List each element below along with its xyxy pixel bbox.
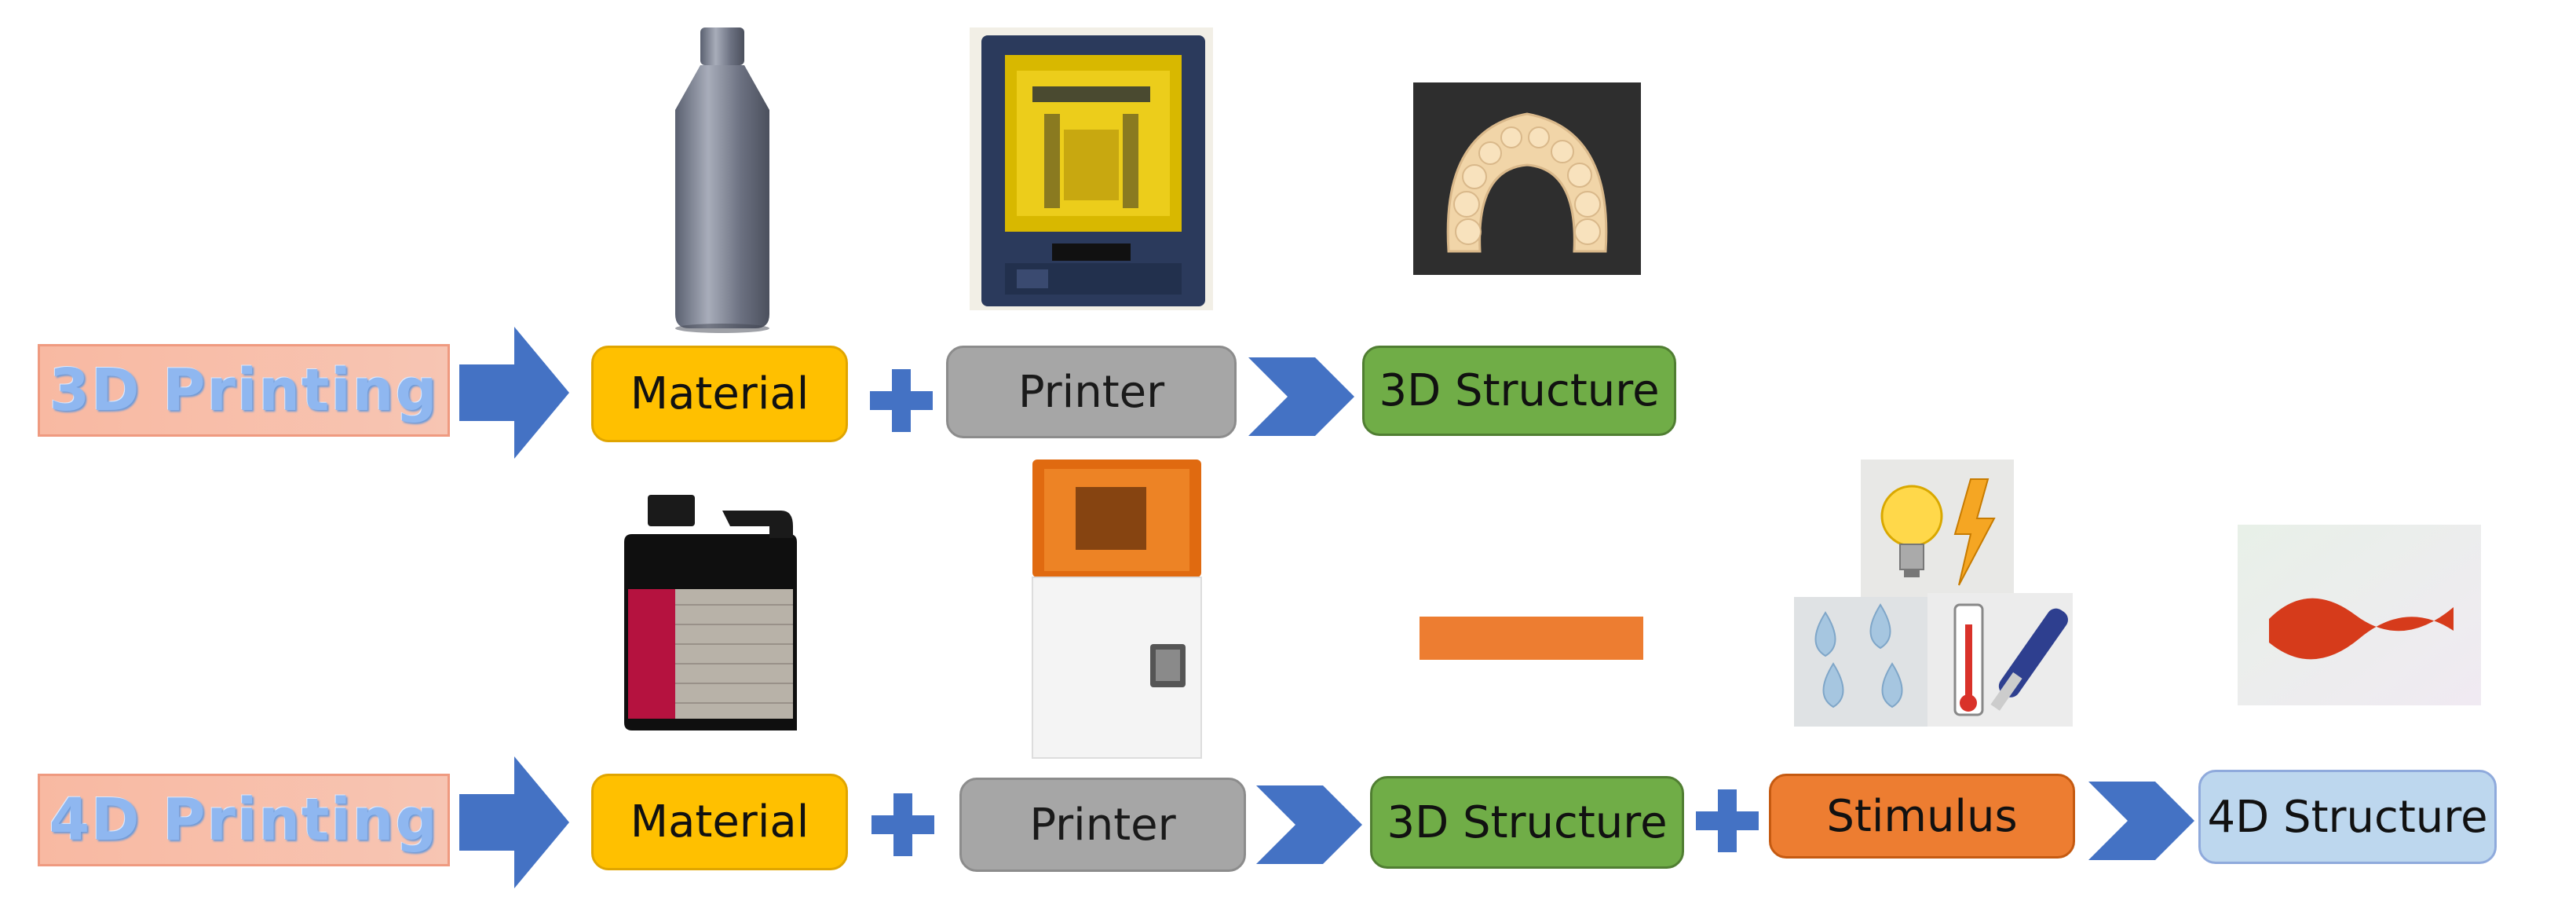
row-title-text: 4D Printing bbox=[49, 786, 439, 854]
4d-structure-box: 4D Structure bbox=[2198, 770, 2497, 864]
material-label: Material bbox=[630, 368, 809, 419]
chevron-right-icon bbox=[1256, 785, 1362, 864]
3d-structure-label: 3D Structure bbox=[1379, 365, 1660, 416]
arrow-right-icon bbox=[459, 327, 569, 459]
printer-box: Printer bbox=[959, 778, 1246, 872]
resin-tank-icon bbox=[624, 495, 797, 730]
material-box: Material bbox=[591, 774, 848, 870]
row-title-4d-printing: 4D Printing bbox=[38, 774, 450, 866]
plus-icon bbox=[870, 369, 933, 432]
printer-label: Printer bbox=[1018, 366, 1165, 418]
stimulus-label: Stimulus bbox=[1826, 790, 2018, 842]
enclosed-printer-icon bbox=[1032, 460, 1202, 759]
sla-printer-icon bbox=[970, 27, 1213, 310]
material-label: Material bbox=[630, 796, 809, 848]
printer-label: Printer bbox=[1029, 799, 1176, 851]
plus-icon bbox=[871, 793, 934, 856]
wave-shape-icon bbox=[2238, 525, 2481, 705]
chevron-right-icon bbox=[2088, 782, 2194, 860]
stimulus-box: Stimulus bbox=[1769, 774, 2075, 859]
resin-bottle-icon bbox=[675, 27, 769, 333]
water-drops-icon bbox=[1794, 597, 1927, 727]
minus-sign bbox=[1420, 617, 1643, 660]
material-box: Material bbox=[591, 346, 848, 442]
chevron-right-icon bbox=[1248, 357, 1354, 436]
3d-structure-box: 3D Structure bbox=[1362, 346, 1676, 436]
3d-structure-label: 3D Structure bbox=[1387, 796, 1668, 848]
lightning-icon bbox=[1953, 478, 1996, 586]
row-title-3d-printing: 3D Printing bbox=[38, 344, 450, 437]
thermometer-icon bbox=[1927, 593, 2073, 727]
row-title-text: 3D Printing bbox=[49, 357, 439, 424]
printer-box: Printer bbox=[946, 346, 1237, 438]
plus-icon bbox=[1696, 789, 1759, 852]
arrow-right-icon bbox=[459, 756, 569, 888]
4d-structure-label: 4D Structure bbox=[2207, 791, 2488, 843]
3d-structure-box: 3D Structure bbox=[1370, 776, 1684, 869]
dental-model-icon bbox=[1413, 82, 1641, 275]
lightbulb-icon bbox=[1861, 460, 2014, 601]
